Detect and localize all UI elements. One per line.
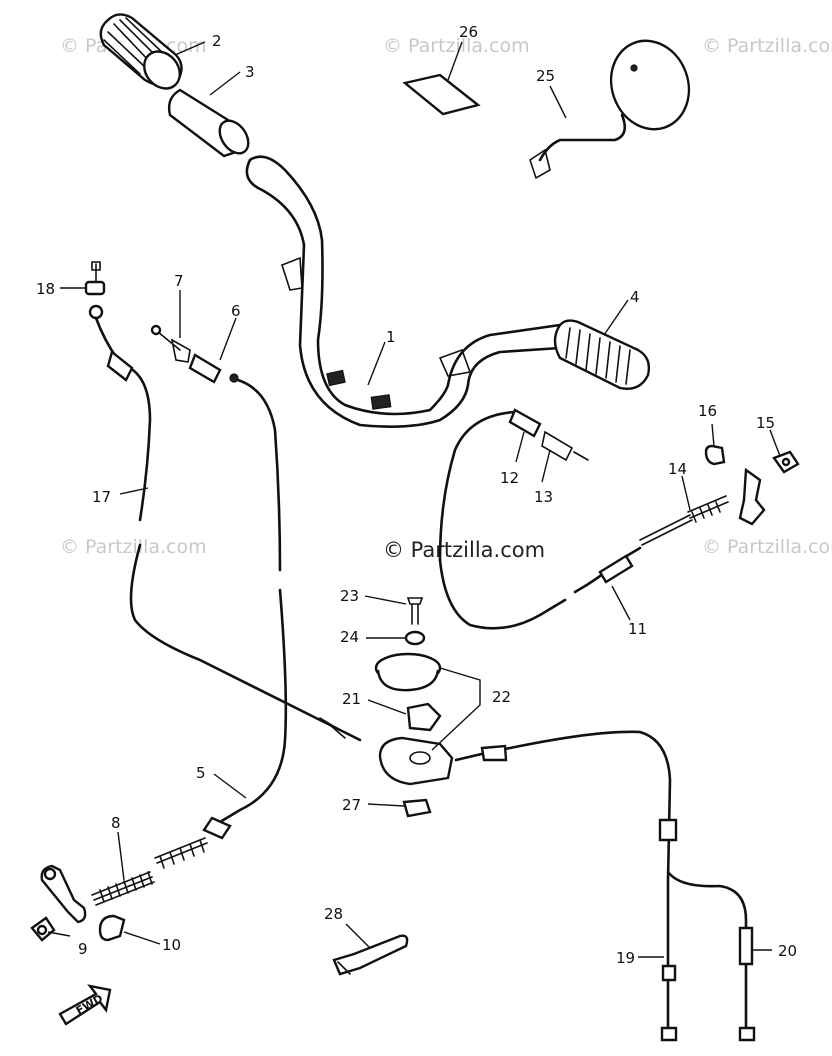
- part-3-throttle-sleeve: [167, 88, 250, 158]
- fwd-label: FWD: [74, 992, 105, 1018]
- lever-bracket-right: [738, 467, 766, 526]
- part-15-nut: [772, 450, 800, 474]
- callout-11: 11: [628, 620, 647, 638]
- part-4-grip-right: [553, 319, 651, 390]
- leader-lines: [47, 41, 781, 958]
- callout-16: 16: [698, 402, 717, 420]
- part-23-screw: [406, 597, 424, 625]
- part-21-joint: [406, 702, 442, 732]
- lever-bracket-left: [40, 864, 87, 924]
- callouts: 2 3 26 25 4 1 18 7 6 17 5 8 9 10 12 13 1…: [36, 23, 797, 967]
- callout-19: 19: [616, 949, 635, 967]
- part-2-grip-left: [99, 13, 183, 90]
- callout-26: 26: [459, 23, 478, 41]
- callout-20: 20: [778, 942, 797, 960]
- part-22-cover: [374, 652, 442, 692]
- part-19-cable: [454, 730, 678, 1042]
- callout-3: 3: [245, 63, 255, 81]
- watermark-mid-left: © Partzilla.com: [60, 536, 207, 558]
- callout-7: 7: [174, 272, 184, 290]
- callout-24: 24: [340, 628, 359, 646]
- callout-21: 21: [342, 690, 361, 708]
- callout-1: 1: [386, 328, 396, 346]
- callout-10: 10: [162, 936, 181, 954]
- part-14-spring: [639, 495, 729, 546]
- callout-6: 6: [231, 302, 241, 320]
- junction-housing: [378, 736, 454, 786]
- callout-5: 5: [196, 764, 206, 782]
- part-5-throttle-cable: [202, 378, 288, 840]
- callout-15: 15: [756, 414, 775, 432]
- part-13-clamp: [541, 430, 589, 462]
- fwd-arrow-icon: FWD: [58, 984, 112, 1026]
- callout-17: 17: [92, 488, 111, 506]
- callout-25: 25: [536, 67, 555, 85]
- callout-9: 9: [78, 940, 88, 958]
- part-8-spring: [91, 837, 208, 906]
- watermark-top-center: © Partzilla.com: [383, 35, 530, 57]
- watermark-top-right: © Partzilla.com: [702, 35, 832, 57]
- part-27-collar: [402, 798, 432, 818]
- part-10-cap: [98, 914, 126, 942]
- part-11-cable: [438, 410, 642, 630]
- part-9-nut: [30, 916, 56, 942]
- part-1-handlebar: [245, 155, 562, 428]
- callout-13: 13: [534, 488, 553, 506]
- part-6-cable-end: [188, 353, 239, 384]
- part-12-cable-end: [508, 408, 542, 438]
- watermark-center: © Partzilla.com: [383, 538, 545, 562]
- callout-28: 28: [324, 905, 343, 923]
- callout-14: 14: [668, 460, 687, 478]
- part-26-label-sticker: [402, 73, 481, 116]
- part-25-mirror: [529, 39, 691, 180]
- callout-18: 18: [36, 280, 55, 298]
- watermarks: © Partzilla.com © Partzilla.com © Partzi…: [60, 35, 832, 562]
- callout-12: 12: [500, 469, 519, 487]
- callout-23: 23: [340, 587, 359, 605]
- part-20-cable: [666, 870, 756, 1042]
- part-7-clamp: [150, 324, 191, 363]
- part-16-cap: [704, 444, 726, 466]
- part-24-washer: [404, 630, 426, 646]
- callout-8: 8: [111, 814, 121, 832]
- callout-27: 27: [342, 796, 361, 814]
- part-17-clutch-cable: [94, 316, 362, 742]
- callout-2: 2: [212, 32, 222, 50]
- part-28-tool: [332, 934, 409, 976]
- callout-22: 22: [492, 688, 511, 706]
- part-18-adjuster: [84, 261, 106, 320]
- watermark-mid-right: © Partzilla.com: [702, 536, 832, 558]
- callout-4: 4: [630, 288, 640, 306]
